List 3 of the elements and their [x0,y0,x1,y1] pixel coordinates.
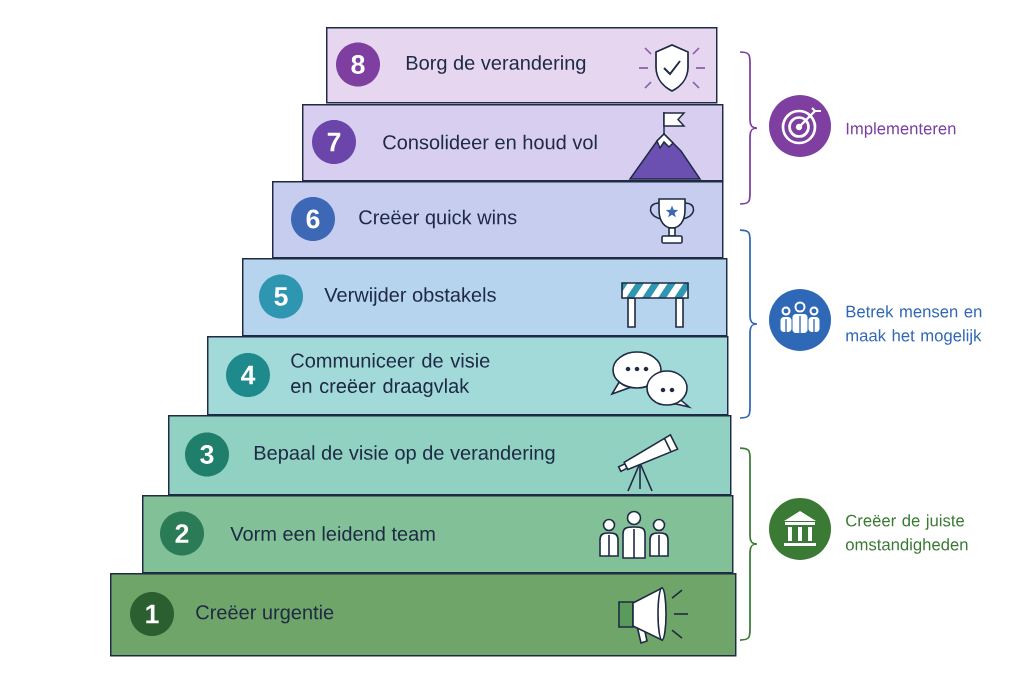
group-label: Implementeren [846,122,956,138]
group-label: Betrek mensen en maak het mogelijk [846,305,982,345]
group-label: Creëer de juiste omstandigheden [845,514,968,554]
